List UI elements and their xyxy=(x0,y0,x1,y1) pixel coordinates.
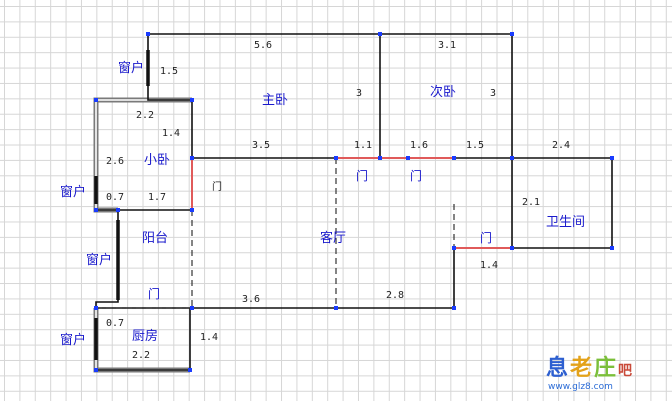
corner-node xyxy=(334,306,338,310)
dim-small-top: 2.2 xyxy=(136,110,154,121)
dim-kitchen-top: 0.7 xyxy=(106,318,124,329)
watermark-logo: 息老庄吧 www.glz8.com xyxy=(546,355,632,392)
watermark-char-3: 庄 xyxy=(594,355,616,381)
label-window-balcony: 窗户 xyxy=(86,252,112,268)
dim-second-height: 3 xyxy=(490,88,496,99)
dim-small-bottom-b: 1.7 xyxy=(148,192,166,203)
room-master-bedroom: 主卧 xyxy=(262,93,288,108)
dim-small-bottom-a: 0.7 xyxy=(106,192,124,203)
room-second-bedroom: 次卧 xyxy=(430,84,456,100)
corner-node xyxy=(94,208,98,212)
corner-node xyxy=(94,368,98,372)
dim-kitchen-bottom: 2.2 xyxy=(132,350,150,361)
corner-node xyxy=(452,156,456,160)
dim-door-c: 1.5 xyxy=(466,140,484,151)
dim-top-window: 1.5 xyxy=(160,66,178,77)
nodes xyxy=(94,32,614,372)
dim-bath-bottom: 1.4 xyxy=(480,260,498,271)
dim-living-bottom-left: 3.6 xyxy=(242,294,260,305)
openings xyxy=(96,158,455,309)
corner-node xyxy=(94,306,98,310)
corner-node xyxy=(510,246,514,250)
corner-node xyxy=(452,306,456,310)
dim-bath-side: 2.1 xyxy=(522,197,540,208)
room-balcony: 阳台 xyxy=(142,231,168,246)
corner-node xyxy=(190,98,194,102)
watermark-url: www.glz8.com xyxy=(548,382,613,392)
label-window-kitchen: 窗户 xyxy=(60,332,86,348)
room-small-bedroom: 小卧 xyxy=(144,153,170,168)
dim-bath-top: 2.4 xyxy=(552,140,570,151)
corner-node xyxy=(610,156,614,160)
watermark-char-1: 息 xyxy=(546,355,568,381)
corner-node xyxy=(378,32,382,36)
corner-node xyxy=(406,156,410,160)
room-bathroom: 卫生间 xyxy=(546,215,585,230)
label-door-bathroom: 门 xyxy=(480,230,492,245)
corner-node xyxy=(116,208,120,212)
doors xyxy=(191,157,512,249)
label-door-living-left: 门 xyxy=(356,168,368,183)
corner-node xyxy=(94,98,98,102)
label-door-living-right: 门 xyxy=(410,168,422,183)
dim-master-height: 3 xyxy=(356,88,362,99)
corner-node xyxy=(510,32,514,36)
label-window-left: 窗户 xyxy=(60,184,86,200)
watermark-mark: 息老庄吧 xyxy=(546,355,632,381)
label-door-kitchen: 门 xyxy=(148,286,160,301)
corner-node xyxy=(190,156,194,160)
watermark-char-2: 老 xyxy=(569,355,592,381)
corner-node xyxy=(190,208,194,212)
corner-node xyxy=(188,368,192,372)
label-door-small-bedroom: 门 xyxy=(212,180,222,193)
corner-node xyxy=(378,156,382,160)
watermark-char-4: 吧 xyxy=(618,363,632,379)
dim-kitchen-right: 1.4 xyxy=(200,332,218,343)
room-kitchen: 厨房 xyxy=(132,328,158,344)
room-living: 客厅 xyxy=(320,230,346,246)
dim-corridor: 3.5 xyxy=(252,140,270,151)
corner-node xyxy=(452,246,456,250)
dim-small-right: 1.4 xyxy=(162,128,180,139)
corner-node xyxy=(334,156,338,160)
corner-node xyxy=(610,246,614,250)
dim-door-a: 1.1 xyxy=(354,140,372,151)
corner-node xyxy=(190,306,194,310)
label-window-top: 窗户 xyxy=(118,60,144,76)
dim-small-left: 2.6 xyxy=(106,156,124,167)
dim-door-b: 1.6 xyxy=(410,140,428,151)
windows xyxy=(94,50,150,360)
corner-node xyxy=(146,32,150,36)
corner-node xyxy=(510,156,514,160)
dim-top-right: 3.1 xyxy=(438,40,456,51)
dim-top-left: 5.6 xyxy=(254,40,272,51)
dim-living-bottom-right: 2.8 xyxy=(386,290,404,301)
